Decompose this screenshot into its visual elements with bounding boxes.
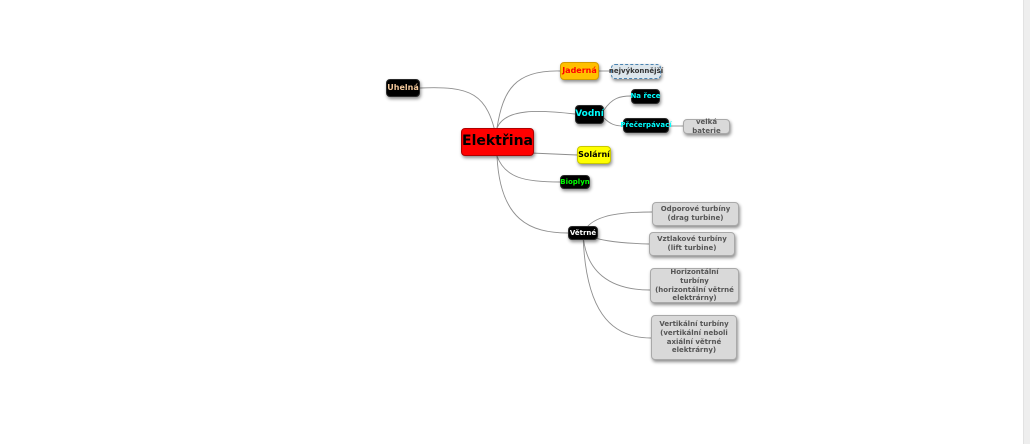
link-center-solarni <box>530 152 578 156</box>
node-vetrne[interactable]: Větrné <box>568 226 598 240</box>
node-uhelna-label: Uhelná <box>387 83 419 92</box>
link-center-vodni <box>496 110 576 129</box>
link-center-bioplyn <box>496 155 561 183</box>
node-vertikalni-label: Vertikální turbíny (vertikální neboli ax… <box>659 320 729 355</box>
node-velka-baterie[interactable]: velká baterie <box>683 117 730 135</box>
link-center-jaderna <box>496 70 561 129</box>
node-uhelna[interactable]: Uhelná <box>386 79 420 97</box>
link-vetrne-horizontalni <box>582 232 651 291</box>
node-solarni-label: Solární <box>578 150 610 159</box>
node-vodni-label: Vodní <box>575 108 604 119</box>
node-precerpavaci-label: Přečerpávací <box>620 121 672 130</box>
node-na-rece-label: Na řece <box>630 92 661 101</box>
node-na-rece[interactable]: Na řece <box>630 89 661 104</box>
link-vodni-narece <box>603 95 632 111</box>
node-jaderna[interactable]: Jaderná <box>560 62 599 80</box>
link-center-uhelna <box>419 87 498 142</box>
node-jaderna-note-label: nejvýkonnější <box>608 67 664 76</box>
node-center[interactable]: Elektřina <box>461 128 534 156</box>
node-vodni[interactable]: Vodní <box>575 105 604 124</box>
node-bioplyn[interactable]: Bioplyn <box>560 175 590 189</box>
node-vztlakove[interactable]: Vztlakové turbíny (lift turbine) <box>649 232 735 256</box>
node-horizontalni[interactable]: Horizontální turbíny (horizontální větrn… <box>650 268 739 303</box>
node-vztlakove-label: Vztlakové turbíny (lift turbine) <box>657 235 727 252</box>
node-bioplyn-label: Bioplyn <box>560 177 590 186</box>
node-odporove[interactable]: Odporové turbíny (drag turbine) <box>652 202 739 226</box>
node-horizontalni-label: Horizontální turbíny (horizontální větrn… <box>655 268 734 303</box>
node-jaderna-note[interactable]: nejvýkonnější <box>608 64 664 79</box>
node-precerpavaci[interactable]: Přečerpávací <box>620 118 672 133</box>
vertical-scrollbar[interactable] <box>1023 0 1030 444</box>
link-center-vetrne <box>496 155 569 234</box>
node-velka-baterie-label: velká baterie <box>692 117 721 135</box>
node-solarni[interactable]: Solární <box>577 146 611 164</box>
link-vodni-precerpavaci <box>603 117 624 127</box>
node-jaderna-label: Jaderná <box>562 66 597 75</box>
node-odporove-label: Odporové turbíny (drag turbine) <box>660 205 731 222</box>
node-vetrne-label: Větrné <box>569 228 597 237</box>
link-vetrne-vertikalni <box>582 232 652 339</box>
node-center-label: Elektřina <box>462 133 533 150</box>
node-vertikalni[interactable]: Vertikální turbíny (vertikální neboli ax… <box>651 315 737 360</box>
